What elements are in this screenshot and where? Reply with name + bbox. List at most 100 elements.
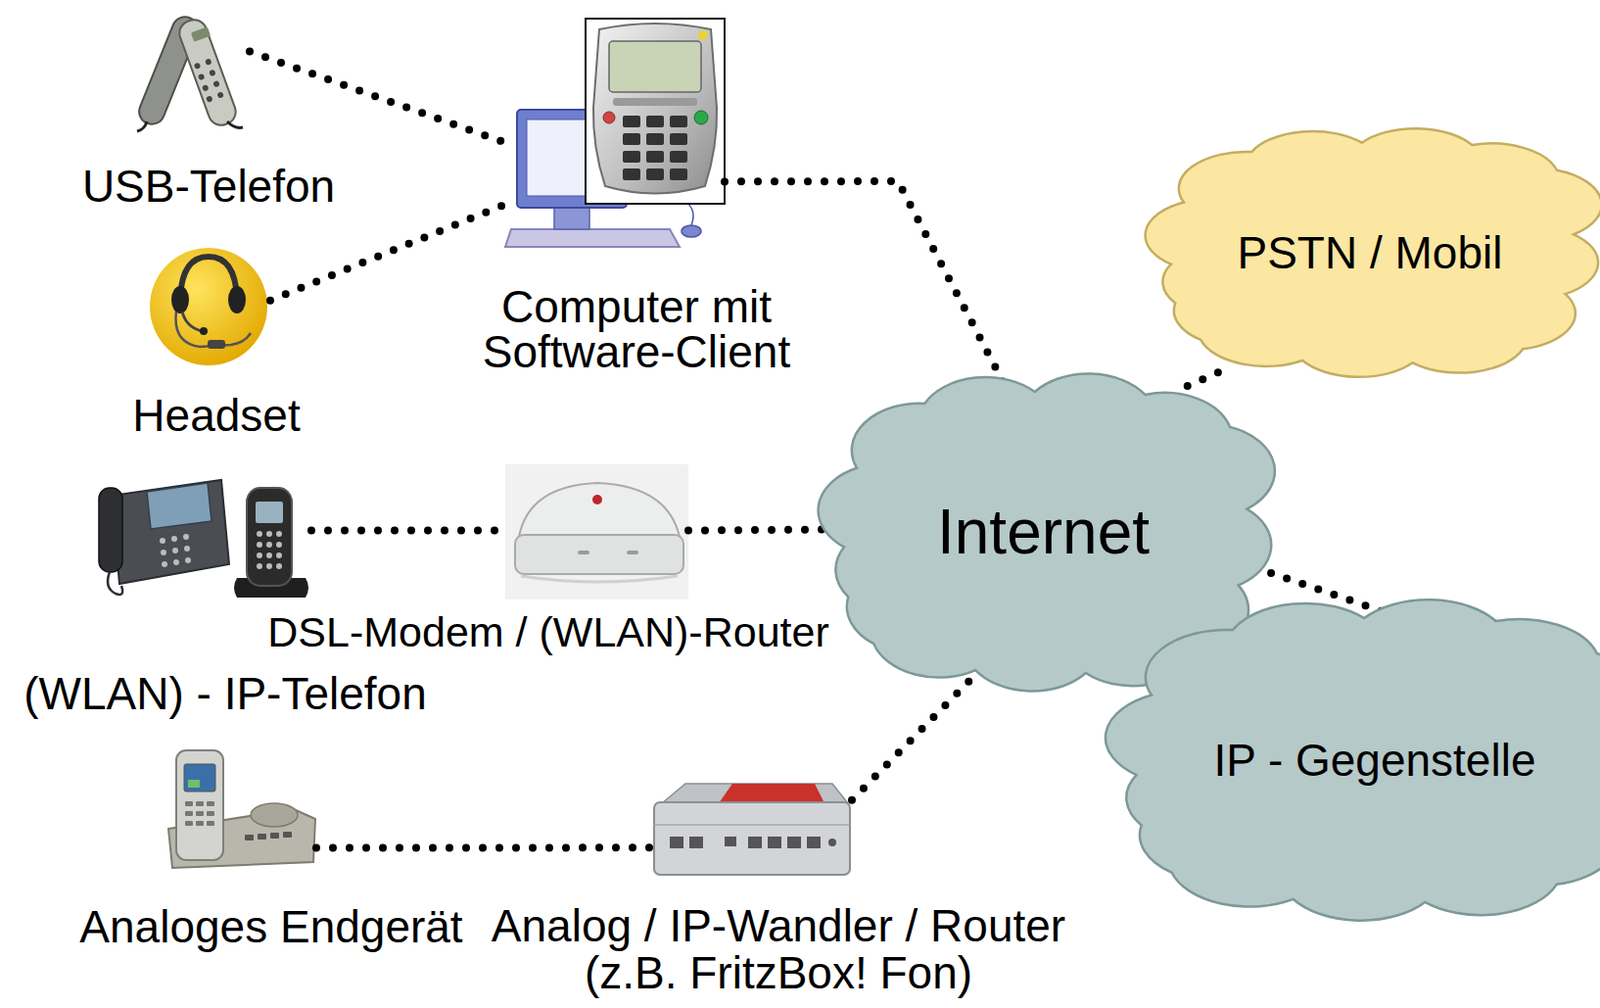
computer-icon: [505, 18, 725, 247]
device-node: USB-Telefon: [132, 9, 250, 133]
screenshot-frame: [585, 18, 725, 204]
dotted-connector: [316, 843, 654, 851]
key: [206, 810, 215, 816]
key: [216, 91, 225, 99]
key: [256, 541, 263, 548]
key: [244, 834, 254, 841]
key: [208, 69, 217, 78]
headband: [180, 256, 237, 298]
key: [257, 833, 267, 840]
router-icon: [505, 464, 689, 600]
dotted-connector: [688, 529, 832, 531]
led: [626, 550, 639, 555]
cloud-node: PSTN / Mobil: [1158, 138, 1583, 368]
cloud-label: Internet: [937, 496, 1150, 569]
key: [171, 535, 178, 542]
key: [160, 549, 167, 556]
desk-phone-display: [146, 482, 212, 529]
mic-boom: [182, 311, 202, 331]
port: [787, 836, 801, 848]
key: [270, 832, 280, 839]
ip-phone-icon: [98, 479, 309, 598]
key: [173, 559, 180, 565]
dotted-connector: [249, 51, 510, 145]
handset-cord: [107, 571, 123, 595]
key: [185, 800, 193, 806]
key: [183, 533, 189, 540]
box-seam: [654, 823, 850, 826]
device-label: Analoges Endgerät: [79, 901, 463, 952]
key: [266, 541, 273, 548]
device-node: Computer mit Software-Client: [509, 14, 725, 250]
cloud-node: IP - Gegenstelle: [1121, 611, 1600, 908]
key: [669, 115, 688, 128]
router-top: [518, 482, 680, 537]
cordless-keypad: [256, 530, 283, 569]
key: [195, 820, 204, 826]
key: [266, 530, 273, 537]
cordless-handset: [246, 487, 292, 586]
router-shadow: [520, 575, 678, 582]
port: [767, 836, 782, 848]
key: [669, 168, 688, 181]
key: [206, 820, 215, 826]
key: [256, 563, 263, 569]
red-cover: [718, 783, 825, 803]
key: [205, 94, 214, 103]
key: [276, 530, 283, 537]
device-node: Analoges Endgerät: [163, 750, 317, 868]
key: [193, 61, 202, 70]
key: [161, 561, 168, 567]
monitor-stand: [554, 205, 590, 230]
key: [185, 810, 193, 816]
mouse: [681, 225, 702, 237]
fritzbox-icon: [654, 783, 850, 875]
softphone-body: [593, 23, 717, 194]
mic: [199, 327, 208, 335]
ear-cup: [171, 285, 189, 314]
key: [266, 552, 273, 559]
key: [197, 73, 206, 82]
dotted-connector: [851, 678, 972, 800]
router-front: [515, 534, 684, 574]
cloud-outline: [1105, 599, 1600, 920]
key: [646, 168, 664, 181]
ear-cup: [228, 285, 246, 314]
device-node: (WLAN) - IP-Telefon: [96, 469, 312, 600]
hangup-button: [603, 111, 615, 124]
key: [159, 537, 166, 544]
key: [184, 545, 190, 552]
device-node: Headset: [146, 244, 271, 369]
desk-keypad: [159, 533, 191, 567]
device-label: Computer mit Software-Client: [450, 283, 823, 375]
key: [204, 57, 213, 66]
port: [669, 836, 684, 848]
key: [669, 133, 688, 145]
headset-icon: [149, 247, 268, 366]
key: [276, 552, 283, 559]
port: [724, 836, 737, 847]
key: [185, 557, 191, 564]
keypad: [193, 57, 225, 103]
device-label: (WLAN) - IP-Telefon: [23, 668, 427, 719]
softphone-keypad: [622, 115, 688, 181]
key: [195, 810, 204, 816]
key: [206, 800, 215, 806]
usb-cable: [137, 121, 147, 132]
key: [622, 115, 641, 128]
base-keys: [244, 831, 292, 841]
key: [669, 150, 688, 163]
cordless-display: [255, 501, 283, 523]
dotted-connector: [311, 526, 506, 535]
mouse-cable: [685, 201, 694, 226]
call-button: [694, 110, 708, 125]
key: [646, 133, 664, 145]
cloud-outline: [1144, 128, 1600, 377]
router-logo: [592, 494, 603, 505]
key: [646, 150, 664, 163]
phone-display: [190, 26, 211, 43]
box-top: [661, 783, 848, 803]
box-body: [654, 801, 850, 875]
key: [622, 133, 641, 145]
